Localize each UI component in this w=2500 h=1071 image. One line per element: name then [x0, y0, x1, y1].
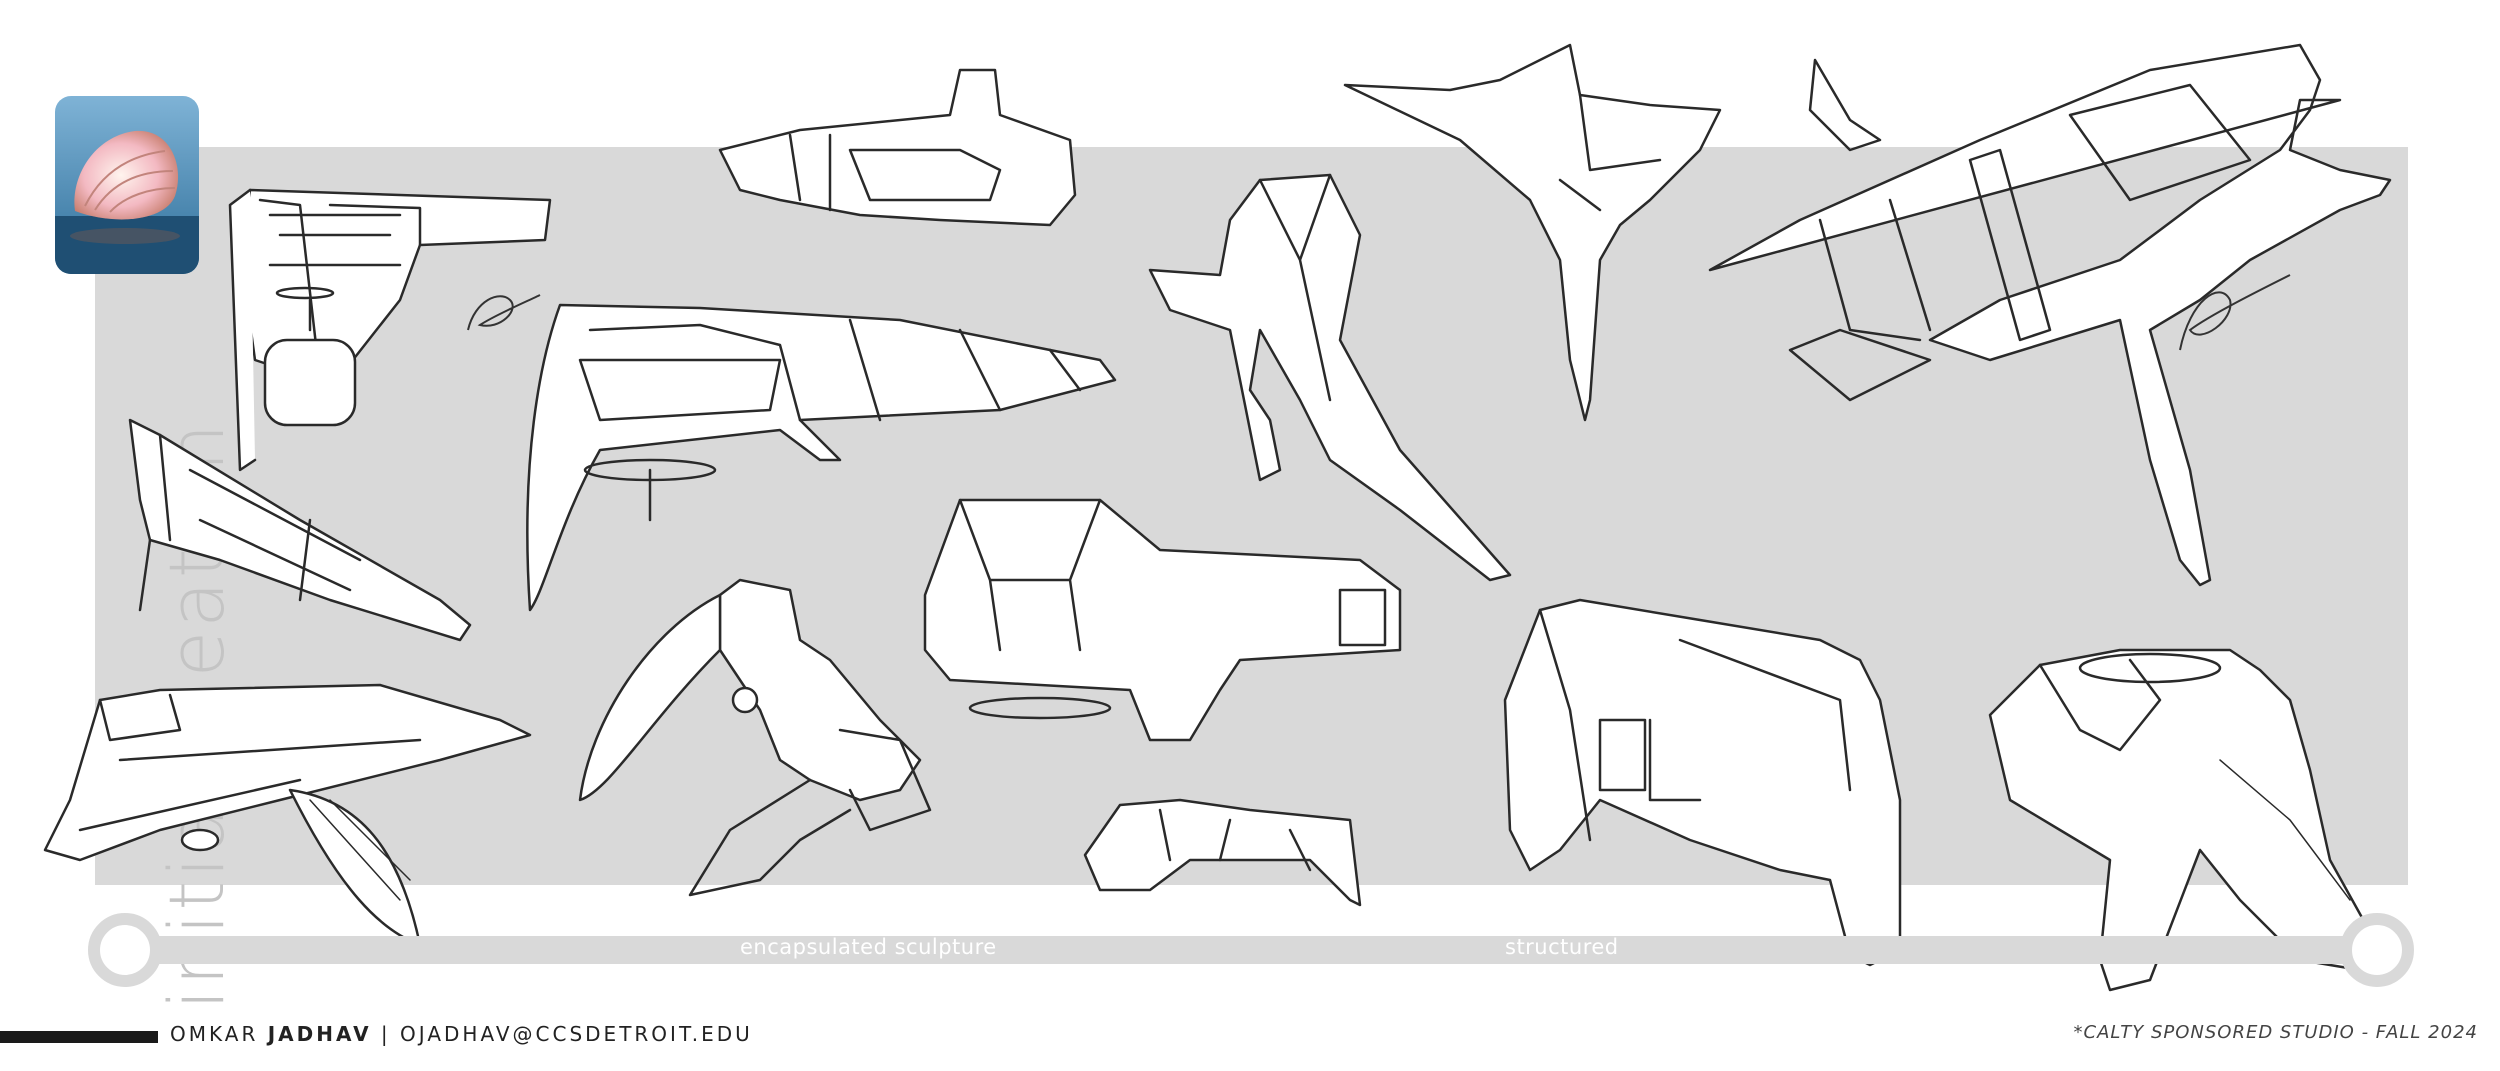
author-last-name: JADHAV	[267, 1022, 372, 1046]
footer-author: OMKAR JADHAV | OJADHAV@CCSDETROIT.EDU	[170, 1022, 753, 1046]
sketch-crab-center	[578, 578, 932, 897]
footer-separator: |	[380, 1022, 391, 1046]
sketch-frame-top-right	[1708, 43, 2392, 587]
sketch-wedge-left	[128, 418, 472, 642]
studio-note: *CALTY SPONSORED STUDIO - FALL 2024	[2073, 1022, 2478, 1043]
sketch-triwing-top	[1343, 43, 1722, 422]
sketch-horn-center-left	[526, 303, 1117, 612]
sketch-console-top-left	[228, 188, 552, 472]
author-email: OJADHAV@CCSDETROIT.EDU	[400, 1022, 753, 1046]
timeline-label-structured: structured	[1505, 935, 1619, 959]
sketch-arch-bottom	[1503, 598, 1902, 967]
sketch-sculpture-bottom-right	[1988, 648, 2382, 992]
seashell-photo	[55, 96, 199, 274]
timeline-start-node	[88, 913, 162, 987]
signature-icon	[467, 274, 2291, 351]
timeline-label-encapsulated: encapsulated sculpture	[740, 935, 997, 959]
sketch-boat-bottom-left	[43, 683, 532, 947]
author-first-name: OMKAR	[170, 1022, 259, 1046]
sketch-small-bottom-center	[1083, 798, 1362, 907]
sketch-arrow-center	[1148, 173, 1512, 582]
sketch-block-center	[923, 498, 1402, 742]
timeline-end-node	[2340, 913, 2414, 987]
timeline-bar	[100, 936, 2390, 964]
footer-accent-bar	[0, 1031, 158, 1043]
sketch-pod-top-middle	[718, 68, 1077, 227]
